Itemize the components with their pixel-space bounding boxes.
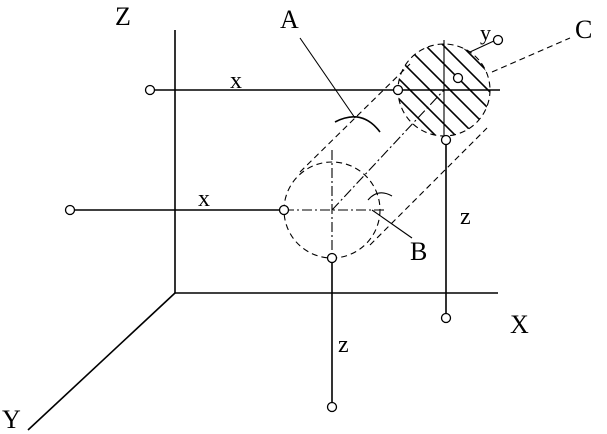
point-front-bottom [326,252,338,264]
label-axis-y: Y [2,405,21,434]
y-marker-line [469,39,497,53]
label-x-upper: x [230,68,242,94]
point-right-bottom [440,312,452,324]
point-lower-left [64,204,76,216]
arc-a [334,116,381,133]
cylinder-top-edge [299,63,411,173]
point-back-left [392,84,404,96]
cylinder-bottom-edge [369,127,488,246]
label-y-small: y [480,20,491,45]
label-point-b: B [410,237,427,266]
label-point-c: C [575,15,592,44]
leader-c [491,37,571,73]
point-y-top [492,34,504,46]
leader-a [299,37,356,119]
point-back-bottom [440,134,452,146]
label-z-right: z [460,204,471,230]
point-back-center [452,72,464,84]
arc-b [367,192,393,201]
cylinder-axis-line [331,89,445,211]
leader-b [371,209,413,239]
y-axis-line [27,292,176,431]
label-x-lower: x [198,186,210,212]
label-axis-x: X [510,310,529,339]
label-axis-z: Z [115,2,131,31]
point-front-left [278,204,290,216]
label-point-a: A [280,5,299,34]
point-bottom [326,401,338,413]
label-z-bottom: z [338,332,349,358]
point-upper-left [144,84,156,96]
